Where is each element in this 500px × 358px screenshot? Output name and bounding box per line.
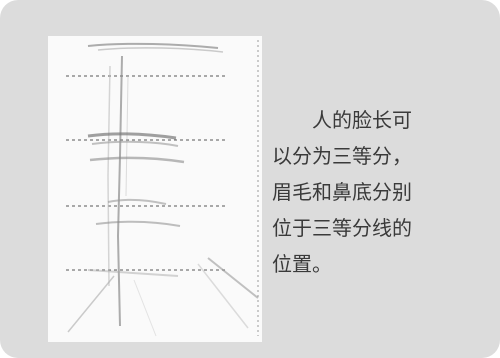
caption-line: 以分为三等分，	[272, 144, 412, 168]
sketch-drawing	[66, 40, 259, 337]
caption-line: 眉毛和鼻底分别	[272, 180, 412, 204]
caption-line: 人的脸长可	[272, 108, 412, 132]
hair-stroke	[97, 47, 224, 53]
caption-line: 位于三等分线的	[272, 216, 412, 240]
face-proportion-sketch	[48, 36, 262, 342]
center-stroke	[107, 65, 111, 287]
hair-stroke	[87, 42, 219, 49]
nose-stroke	[107, 198, 167, 205]
jaw-stroke	[133, 279, 157, 337]
jaw-stroke	[197, 263, 249, 329]
brow-stroke	[91, 140, 179, 147]
caption-line: 位置。	[272, 252, 332, 276]
jaw-stroke	[67, 275, 115, 333]
nose-stroke	[89, 156, 185, 164]
mouth-stroke	[95, 220, 181, 227]
face-proportion-caption: 人的脸长可 以分为三等分， 眉毛和鼻底分别 位于三等分线的 位置。	[272, 102, 472, 282]
center-stroke	[125, 75, 129, 197]
jaw-stroke	[207, 257, 259, 299]
chin-stroke	[87, 269, 179, 277]
brow-stroke	[87, 132, 177, 140]
center-stroke	[116, 55, 123, 327]
